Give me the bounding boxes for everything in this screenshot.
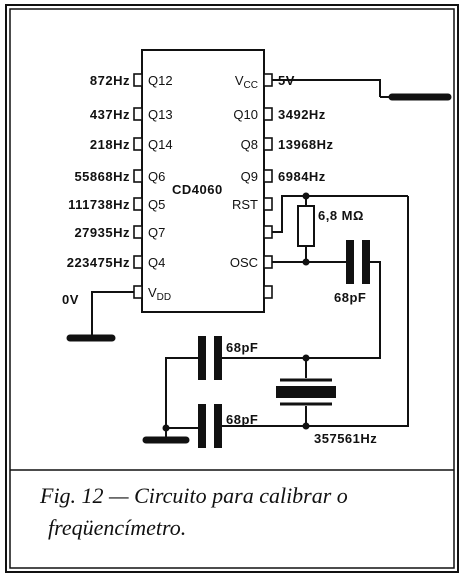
wire-cap-right-out	[306, 261, 381, 359]
right-pin-label: Q10	[233, 107, 258, 122]
crystal-label: 357561Hz	[314, 431, 377, 446]
inner-frame	[9, 8, 455, 569]
left-pin-frequency: 872Hz	[90, 73, 130, 88]
right-pin-box	[263, 169, 273, 183]
left-pin-box	[133, 137, 143, 151]
right-pin-box	[263, 197, 273, 211]
vcc-wire	[272, 79, 381, 97]
left-pin-label: Q5	[148, 197, 165, 212]
right-pin-box	[263, 107, 273, 121]
right-pin-label: RST	[232, 197, 258, 212]
right-pin-box	[263, 255, 273, 269]
right-pin-box	[263, 73, 273, 87]
vdd-pin-label: VDD	[148, 285, 171, 303]
outer-frame	[5, 4, 459, 573]
cap-upper-label: 68pF	[226, 340, 258, 355]
left-pin-label: Q14	[148, 137, 173, 152]
chip-body	[141, 49, 265, 313]
figure-caption: Fig. 12 — Circuito para calibrar o freqü…	[40, 480, 440, 544]
left-pin-frequency: 27935Hz	[74, 225, 130, 240]
resistor-label: 6,8 MΩ	[318, 208, 364, 223]
left-pin-label: Q12	[148, 73, 173, 88]
right-pin-box	[263, 285, 273, 299]
caption-line-1: Fig. 12 — Circuito para calibrar o	[40, 483, 348, 508]
left-pin-frequency: 437Hz	[90, 107, 130, 122]
right-pin-label: VCC	[235, 73, 258, 91]
left-pin-frequency: 55868Hz	[74, 169, 130, 184]
left-pin-label: Q13	[148, 107, 173, 122]
left-pin-frequency: 223475Hz	[67, 255, 130, 270]
cap-lower-label: 68pF	[226, 412, 258, 427]
right-pin-box	[263, 225, 273, 239]
caption-line-2: freqüencímetro.	[48, 515, 187, 540]
resistor-body	[297, 205, 315, 247]
right-pin-value: 13968Hz	[278, 137, 334, 152]
wire-right-vertical	[306, 196, 409, 427]
right-pin-value: 3492Hz	[278, 107, 326, 122]
left-pin-frequency: 111738Hz	[68, 197, 130, 212]
left-pin-box	[133, 169, 143, 183]
cap-right-label: 68pF	[334, 290, 366, 305]
crystal-body	[276, 386, 336, 398]
right-pin-box	[263, 137, 273, 151]
vdd-pin-box	[133, 285, 143, 299]
wire-upper-cap-left	[165, 357, 198, 428]
left-pin-box	[133, 107, 143, 121]
left-pin-frequency: 218Hz	[90, 137, 130, 152]
left-pin-box	[133, 73, 143, 87]
right-pin-label: Q9	[241, 169, 258, 184]
left-pin-box	[133, 225, 143, 239]
wire-rst-top	[272, 195, 306, 233]
left-pin-box	[133, 197, 143, 211]
left-pin-label: Q6	[148, 169, 165, 184]
right-pin-value: 6984Hz	[278, 169, 326, 184]
right-pin-label: Q8	[241, 137, 258, 152]
vdd-voltage-label: 0V	[62, 292, 79, 307]
left-pin-label: Q4	[148, 255, 165, 270]
right-pin-label: OSC	[230, 255, 258, 270]
vdd-wire	[91, 291, 134, 338]
left-pin-label: Q7	[148, 225, 165, 240]
left-pin-box	[133, 255, 143, 269]
chip-name: CD4060	[172, 182, 223, 197]
